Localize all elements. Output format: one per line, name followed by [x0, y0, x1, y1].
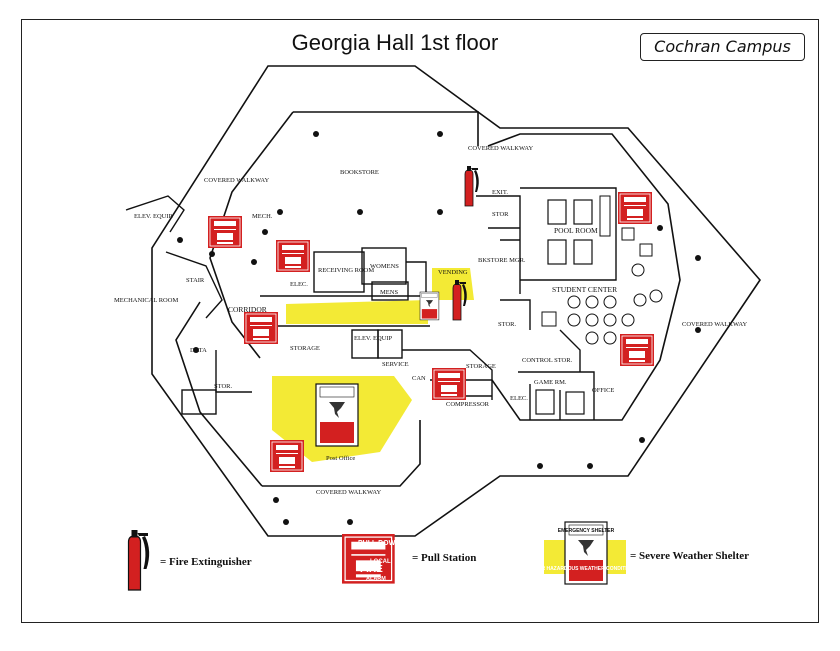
pull-station-icon [269, 439, 305, 473]
map-frame [21, 19, 819, 623]
room-elev-equip-mid: ELEV. EQUIP [354, 335, 393, 342]
room-storage-mid: STORAGE [466, 363, 496, 370]
legend-local-text: LOCAL [370, 559, 391, 565]
legend-pull-text: PULL DOWN [358, 540, 400, 547]
pull-station-icon [243, 311, 279, 345]
room-elev-equip-left: ELEV. EQUIP. [134, 213, 173, 220]
shelter-areas [272, 268, 474, 462]
room-covered-walkway-top: COVERED WALKWAY [468, 145, 533, 152]
room-exit: EXIT. [492, 189, 508, 196]
room-compressor: COMPRESSOR [446, 401, 490, 408]
room-vending: VENDING [438, 269, 468, 276]
campus-label: Cochran Campus [640, 33, 805, 61]
room-student-center: STUDENT CENTER [552, 285, 617, 294]
room-bookstore: BOOKSTORE [340, 169, 379, 176]
room-mens: MENS [380, 289, 398, 296]
room-office: OFFICE [592, 387, 614, 394]
room-womens: WOMENS [370, 263, 399, 270]
room-elec-right: ELEC. [510, 395, 528, 402]
fire-extinguisher-icon [452, 279, 468, 321]
room-service: SERVICE [382, 361, 409, 368]
room-covered-walkway-right: COVERED WALKWAY [682, 321, 747, 328]
legend-shelter-label: = Severe Weather Shelter [630, 550, 749, 562]
room-stor-mid: STOR. [498, 321, 516, 328]
legend-fire-extinguisher-icon [127, 529, 150, 591]
room-stor-top: STOR [492, 211, 509, 218]
room-data: DATA [190, 347, 207, 354]
room-bkstore-mgr: BKSTORE MGR. [478, 257, 526, 264]
room-mechanical-room: MECHANICAL ROOM [114, 297, 178, 304]
room-can: CAN [412, 375, 426, 382]
room-mech: MECH. [252, 213, 273, 220]
legend-shelter-top-text: EMERGENCY SHELTER [558, 528, 615, 534]
room-storage-left: STORAGE [290, 345, 320, 352]
outer-wall [151, 65, 762, 537]
room-pool-room: POOL ROOM [554, 226, 598, 235]
pull-station-icon [207, 215, 243, 249]
room-post-office: Post Office [326, 455, 355, 462]
room-control-stor: CONTROL STOR. [522, 357, 573, 364]
legend-alarm-text: ALARM [366, 576, 386, 582]
legend-fire-text: FIRE [360, 564, 383, 575]
room-covered-walkway-bottom: COVERED WALKWAY [316, 489, 381, 496]
pull-station-icon [431, 367, 467, 401]
room-game-rm: GAME RM. [534, 379, 567, 386]
pull-station-icon [617, 191, 653, 225]
room-covered-walkway-left: COVERED WALKWAY [204, 177, 269, 184]
room-receiving-room: RECEIVING ROOM [318, 267, 374, 274]
legend-fire-extinguisher-label: = Fire Extinguisher [160, 556, 252, 568]
legend-pull-station-label: = Pull Station [412, 552, 477, 564]
legend-shelter-bottom-text: FOR HAZARDOUS WEATHER CONDITIONS [535, 566, 639, 572]
pull-station-icon [275, 239, 311, 273]
room-stor-left: STOR. [214, 383, 232, 390]
room-corridor: CORRIDOR [228, 305, 267, 314]
emergency-shelter-icon [419, 291, 440, 321]
page-title: Georgia Hall 1st floor [291, 30, 499, 55]
emergency-shelter-icon [315, 383, 359, 447]
room-elec-left: ELEC. [290, 281, 308, 288]
pull-station-icon [619, 333, 655, 367]
fire-extinguisher-icon [464, 165, 480, 207]
room-stair: STAIR [186, 277, 205, 284]
